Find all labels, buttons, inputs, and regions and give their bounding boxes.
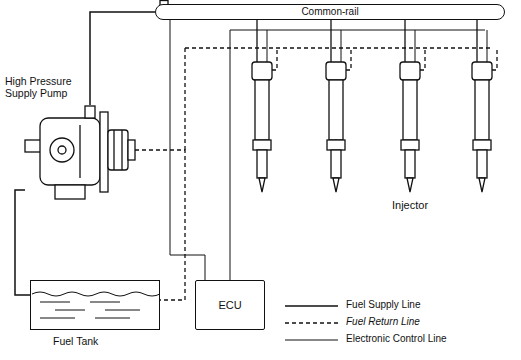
return-pipe — [272, 48, 277, 70]
injector-head — [472, 62, 492, 80]
injector-illustrations — [252, 20, 497, 192]
pump-cam — [50, 138, 74, 162]
legend-sample-control — [285, 340, 338, 341]
pump-outlet — [85, 106, 95, 118]
return-pipe — [346, 48, 351, 70]
injector-body — [403, 80, 417, 140]
injector-nozzle-holder — [477, 150, 487, 178]
fuel-tank: Fuel Tank — [30, 280, 160, 330]
injector-band — [327, 140, 345, 150]
injector-body — [255, 80, 269, 140]
fuel-hatch — [40, 302, 140, 318]
control-wire — [341, 30, 342, 62]
legend-sample-supply — [285, 305, 338, 307]
injector-symbol — [400, 20, 425, 192]
injector-nozzle — [407, 178, 413, 192]
injector-symbol — [252, 20, 277, 192]
node-text: ECU — [218, 299, 241, 312]
common-rail: Common-rail — [155, 4, 505, 20]
injector-head — [252, 62, 272, 80]
return-pipe — [420, 48, 425, 70]
node-text: Common-rail — [301, 6, 358, 18]
pump-valve — [108, 130, 128, 170]
node-heading: Fuel Tank — [53, 335, 98, 347]
node-heading: High Pressure Supply Pump — [5, 75, 90, 99]
injector-band — [401, 140, 419, 150]
fuel-surface — [32, 292, 160, 296]
rail-feed-pipe — [404, 20, 405, 62]
pump-cam-hub — [58, 146, 66, 154]
injector-nozzle — [259, 178, 265, 192]
pump-cap — [128, 140, 135, 160]
pump-detail — [79, 125, 80, 178]
tank-fuel — [32, 292, 160, 318]
fuel-lines — [160, 1, 491, 281]
legend-text: Fuel Return Line — [346, 316, 420, 327]
legend-sample-return — [285, 322, 338, 323]
rail-feed-pipe — [256, 20, 257, 62]
rail-feed-pipe — [476, 20, 477, 62]
pipe-connector — [135, 150, 185, 300]
legend-text: Fuel Supply Line — [346, 299, 421, 310]
return-pipe — [492, 48, 497, 70]
pipe-connector — [15, 190, 30, 295]
pipe-connector — [170, 20, 205, 280]
injector-nozzle-holder — [331, 150, 341, 178]
pipe-connector — [90, 12, 155, 105]
injector-body — [329, 80, 343, 140]
legend-text: Electronic Control Line — [346, 333, 447, 344]
pump-box: High Pressure Supply Pump — [25, 105, 135, 205]
pump-flange — [100, 112, 108, 192]
legend-entry: Electronic Control Line — [346, 333, 447, 345]
pump-foot — [55, 185, 85, 199]
injector-head — [400, 62, 420, 80]
pump-detail — [121, 130, 122, 170]
injector-nozzle — [333, 178, 339, 192]
legend-entry: Fuel Supply Line — [346, 299, 421, 311]
injector-head — [326, 62, 346, 80]
ecu-box: ECU — [195, 280, 265, 330]
injector-band — [473, 140, 491, 150]
return-pipe — [185, 48, 491, 150]
control-wire — [230, 30, 485, 280]
pump-detail — [113, 130, 114, 170]
control-wire — [415, 30, 416, 62]
pump-illustration — [25, 106, 135, 199]
pump-body — [40, 118, 100, 185]
rail-feed-pipe — [330, 20, 331, 62]
legend-entry: Fuel Return Line — [346, 316, 420, 328]
control-wire — [487, 30, 488, 62]
injector-band — [253, 140, 271, 150]
control-wire — [267, 30, 268, 62]
injector-symbol — [326, 20, 351, 192]
part-label: Injector — [392, 199, 428, 211]
injector-nozzle — [479, 178, 485, 192]
pump-shaft — [25, 140, 41, 152]
injector-body — [475, 80, 489, 140]
injector-nozzle-holder — [405, 150, 415, 178]
injector-nozzle-holder — [257, 150, 267, 178]
injector-symbol — [472, 20, 497, 192]
